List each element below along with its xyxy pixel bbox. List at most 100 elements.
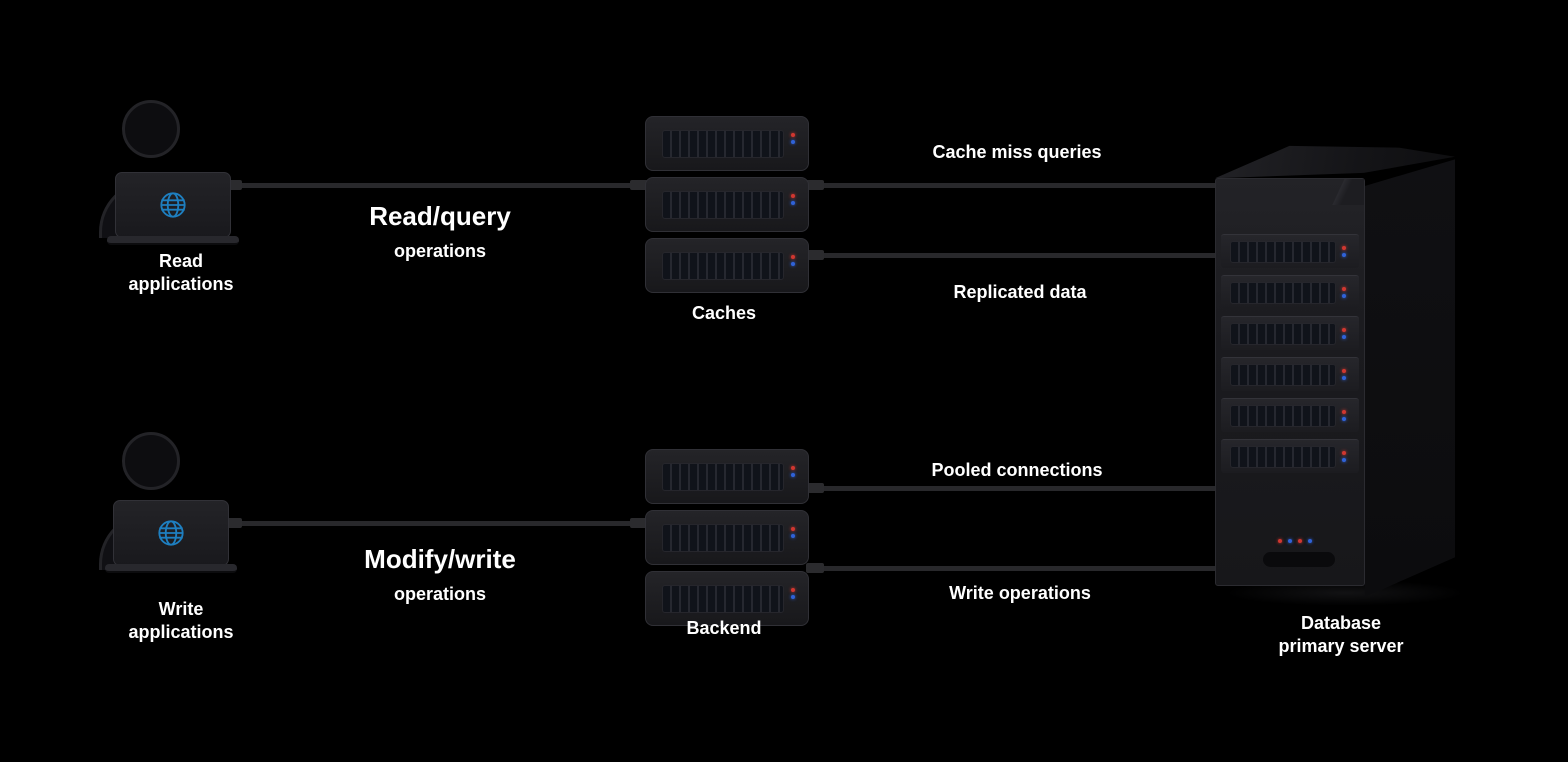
led-red (791, 255, 795, 259)
server-unit-icon (645, 571, 809, 626)
write-flow-title: Modify/write (364, 544, 516, 574)
led-blue (1342, 376, 1346, 380)
led-blue (791, 140, 795, 144)
drive-bay (1221, 357, 1359, 391)
tower-front-face (1215, 178, 1365, 586)
read-flow-title: Read/query (369, 201, 511, 231)
wire-caches-to-db-upper (808, 183, 1220, 188)
led-blue (791, 595, 795, 599)
led-blue (1342, 335, 1346, 339)
led-red (1342, 410, 1346, 414)
write-user-label: Write applications (81, 598, 281, 643)
write-flow-label: Modify/write operations (320, 543, 560, 605)
laptop-icon (115, 172, 231, 238)
led-blue (1288, 539, 1292, 543)
server-unit-icon (645, 177, 809, 232)
globe-icon (160, 192, 186, 218)
laptop-connector-stub (224, 180, 242, 190)
led-blue (791, 534, 795, 538)
drive-bay (1221, 275, 1359, 309)
wire-label-bottom-lower: Write operations (949, 583, 1091, 603)
stack-stub-right-lower (806, 250, 824, 260)
read-flow-subtitle: operations (393, 240, 486, 261)
led-red (791, 588, 795, 592)
wire-backend-to-db-upper (808, 486, 1220, 491)
read-flow-label: Read/query operations (320, 200, 560, 262)
led-blue (1342, 458, 1346, 462)
tower-bevel (1318, 179, 1364, 205)
write-user-label-line1: Write (158, 599, 204, 619)
led-blue (791, 201, 795, 205)
stack-stub-right-lower (806, 563, 824, 573)
user-head-icon (122, 100, 180, 158)
server-vents (1230, 282, 1336, 304)
led-blue (791, 473, 795, 477)
server-vents (662, 463, 784, 491)
wire-backend-to-db-lower (808, 566, 1220, 571)
globe-icon (158, 520, 184, 546)
led-red (791, 527, 795, 531)
stack-stub-right-upper (806, 180, 824, 190)
drive-bay (1221, 398, 1359, 432)
server-vents (1230, 241, 1336, 263)
wire-write-user-to-backend (230, 521, 650, 526)
server-vents (1230, 405, 1336, 427)
database-tower-icon (1215, 145, 1455, 605)
led-blue (791, 262, 795, 266)
led-blue (1342, 253, 1346, 257)
server-unit-icon (645, 510, 809, 565)
server-unit-icon (645, 238, 809, 293)
led-red (791, 133, 795, 137)
wire-caches-to-db-lower (808, 253, 1220, 258)
read-user-label: Read applications (81, 250, 281, 295)
laptop-base (107, 236, 239, 245)
user-head-icon (122, 432, 180, 490)
drive-bay (1221, 316, 1359, 350)
cache-stack-label: Caches (691, 303, 757, 323)
stack-stub-right-upper (806, 483, 824, 493)
led-red (1298, 539, 1302, 543)
server-vents (1230, 446, 1336, 468)
stack-stub-left (630, 180, 648, 190)
server-vents (662, 252, 784, 280)
server-unit-icon (645, 449, 809, 504)
server-vents (662, 130, 784, 158)
write-user-label-line2: applications (128, 621, 234, 642)
led-red (791, 466, 795, 470)
server-vents (662, 585, 784, 613)
led-blue (1342, 417, 1346, 421)
wire-read-user-to-caches (230, 183, 650, 188)
laptop-icon (113, 500, 229, 566)
database-label-line1: Database (1300, 613, 1382, 633)
led-red (1342, 246, 1346, 250)
server-vents (662, 191, 784, 219)
wire-label-top-lower: Replicated data (953, 282, 1087, 302)
server-vents (1230, 364, 1336, 386)
led-red (791, 194, 795, 198)
drive-bay (1221, 234, 1359, 268)
server-unit-icon (645, 116, 809, 171)
led-red (1342, 328, 1346, 332)
read-user-label-line2: applications (128, 273, 234, 294)
led-red (1342, 287, 1346, 291)
database-label: Database primary server (1241, 612, 1441, 657)
laptop-connector-stub (224, 518, 242, 528)
database-label-line2: primary server (1278, 635, 1404, 656)
tower-vent-slot (1263, 552, 1335, 567)
led-blue (1308, 539, 1312, 543)
led-red (1342, 451, 1346, 455)
backend-stack-label: Backend (686, 618, 762, 638)
led-red (1342, 369, 1346, 373)
laptop-base (105, 564, 237, 573)
read-user-label-line1: Read (158, 251, 203, 271)
wire-label-bottom-upper: Pooled connections (931, 460, 1103, 480)
stack-stub-left (630, 518, 648, 528)
tower-side-face (1364, 159, 1455, 597)
wire-label-top-upper: Cache miss queries (932, 142, 1102, 162)
led-blue (1342, 294, 1346, 298)
server-vents (662, 524, 784, 552)
led-red (1278, 539, 1282, 543)
server-vents (1230, 323, 1336, 345)
write-flow-subtitle: operations (393, 583, 486, 604)
